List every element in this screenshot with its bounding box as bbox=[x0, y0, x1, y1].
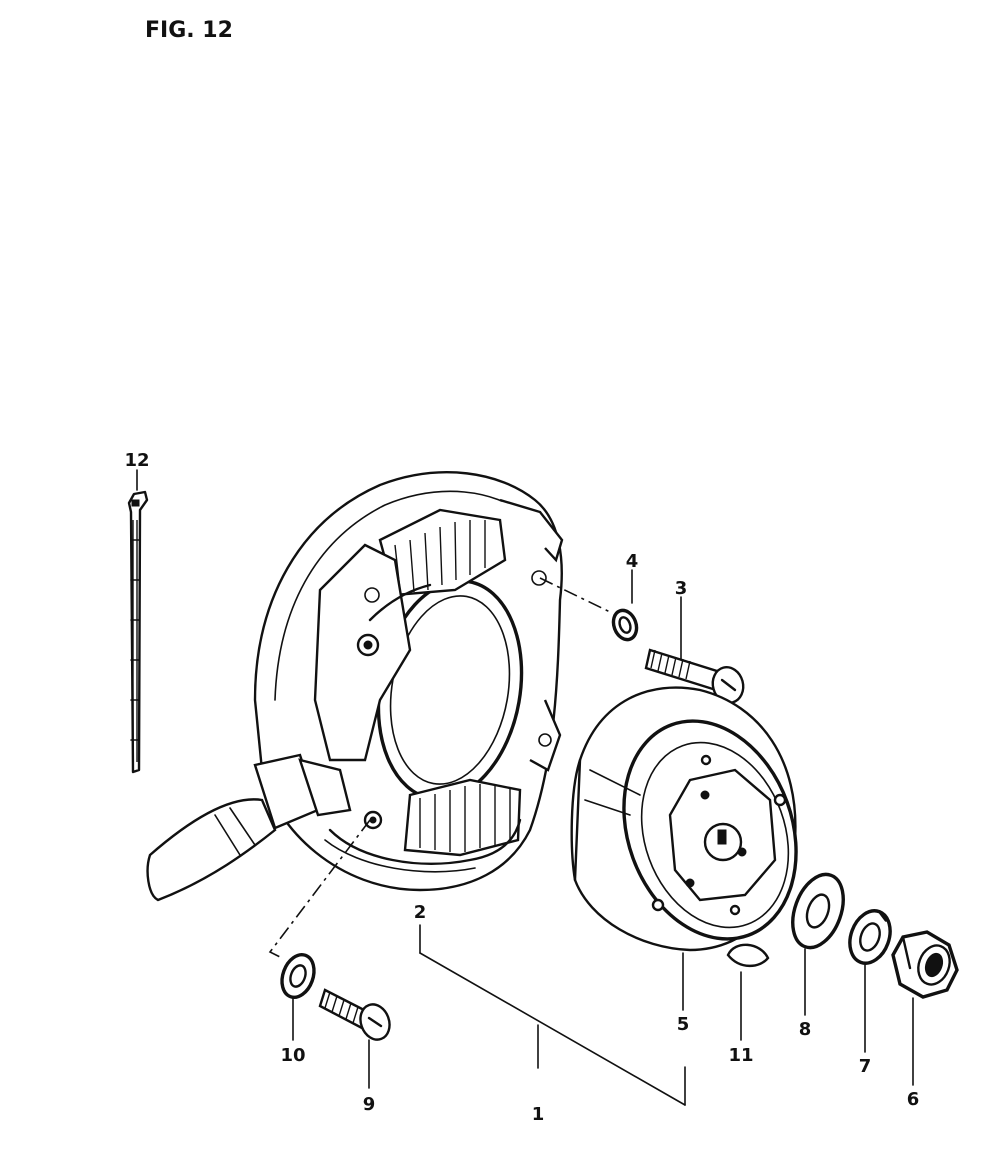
callout-10: 10 bbox=[280, 1045, 305, 1066]
callout-2: 2 bbox=[414, 902, 427, 923]
centerline-9-10 bbox=[268, 819, 371, 959]
callout-11: 11 bbox=[728, 1045, 753, 1066]
rotor-flywheel-icon bbox=[570, 686, 798, 952]
screw-icon bbox=[318, 988, 391, 1041]
stator-assembly-bracket bbox=[419, 924, 686, 1106]
cable-tie-icon bbox=[127, 490, 149, 774]
lock-washer-icon bbox=[611, 608, 639, 642]
figure-title: FIG. 12 bbox=[145, 18, 233, 43]
woodruff-key-icon bbox=[726, 943, 770, 968]
hex-nut-icon bbox=[891, 930, 959, 999]
callout-5: 5 bbox=[677, 1014, 690, 1035]
washer-icon bbox=[280, 952, 316, 1000]
stator-base-plate-icon bbox=[146, 471, 564, 902]
flat-washer-icon bbox=[791, 872, 845, 950]
callout-4: 4 bbox=[626, 551, 639, 572]
callout-3: 3 bbox=[675, 578, 688, 599]
spring-washer-icon bbox=[848, 909, 892, 965]
callout-6: 6 bbox=[907, 1089, 920, 1110]
callout-8: 8 bbox=[799, 1019, 812, 1040]
callout-7: 7 bbox=[859, 1056, 872, 1077]
callout-12: 12 bbox=[124, 450, 149, 471]
centerline-3-4 bbox=[539, 577, 611, 613]
screw-icon bbox=[644, 648, 745, 705]
callout-1: 1 bbox=[532, 1104, 545, 1125]
callout-9: 9 bbox=[363, 1094, 376, 1115]
